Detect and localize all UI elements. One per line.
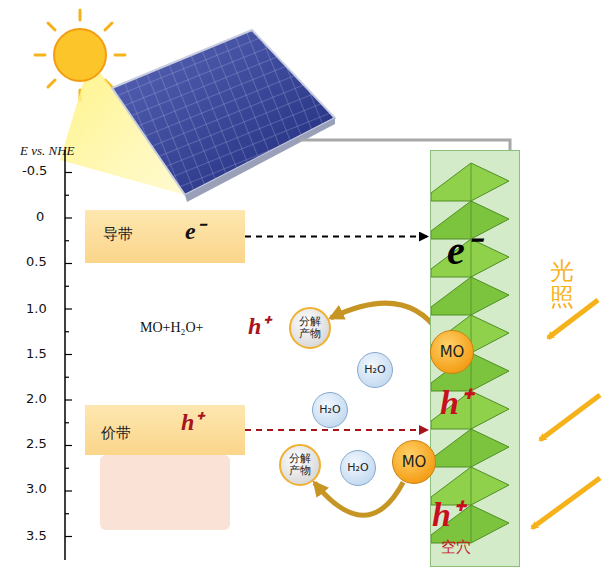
tick-label: 3.0 — [26, 481, 47, 496]
annotation: MO+H₂O+ — [140, 320, 203, 336]
light-arrows — [532, 300, 600, 528]
annotation: 光照 — [550, 258, 574, 311]
axis-title: E vs. NHE — [20, 143, 75, 159]
node-text: 分解产物 — [288, 453, 312, 477]
sun — [54, 29, 106, 81]
tick-label: 0 — [36, 209, 44, 224]
node-text: H₂O — [347, 462, 368, 474]
molecule-circle: MO — [430, 330, 474, 374]
molecule-circle: 分解产物 — [279, 444, 321, 486]
connector — [245, 236, 428, 238]
node-text: 分解产物 — [298, 316, 322, 340]
annotation: h⁺ — [432, 490, 462, 536]
node-text: MO — [440, 344, 465, 361]
molecule-circle: MO — [392, 440, 436, 484]
node-text: 导带 — [103, 226, 133, 243]
connector — [245, 429, 428, 431]
tick-label: 1.0 — [26, 301, 47, 316]
energy-band: 价带 h⁺ — [85, 405, 245, 455]
band-region — [100, 455, 230, 530]
annotation: h⁺ — [440, 378, 470, 424]
tick-label: 2.5 — [26, 436, 47, 451]
tick-label: 1.5 — [26, 346, 47, 361]
connector — [315, 482, 404, 515]
sun — [35, 10, 125, 100]
connector — [331, 303, 439, 333]
molecule-circle: H₂O — [340, 450, 376, 486]
annotation: h⁺ — [248, 308, 269, 341]
solar-panel — [112, 30, 335, 202]
node-text: H₂O — [319, 404, 340, 416]
molecule-circle: H₂O — [357, 352, 393, 388]
tick-label: -0.5 — [22, 163, 47, 178]
molecule-circle: H₂O — [312, 392, 348, 428]
node-text: 价带 — [101, 425, 131, 442]
tick-label: 2.0 — [26, 391, 47, 406]
node-text: e⁻ — [185, 218, 204, 244]
tick-label: 3.5 — [26, 528, 47, 543]
node-text: e⁻ — [447, 229, 479, 273]
axis-ticks — [65, 173, 72, 537]
molecule-circle: 分解产物 — [289, 307, 331, 349]
energy-band: 导带 e⁻ — [85, 210, 245, 263]
node-text: MO — [402, 454, 427, 471]
node-text: h⁺ — [181, 409, 202, 435]
annotation: 空穴 — [441, 538, 471, 557]
node-text: H₂O — [364, 364, 385, 376]
tick-label: 0.5 — [26, 254, 47, 269]
